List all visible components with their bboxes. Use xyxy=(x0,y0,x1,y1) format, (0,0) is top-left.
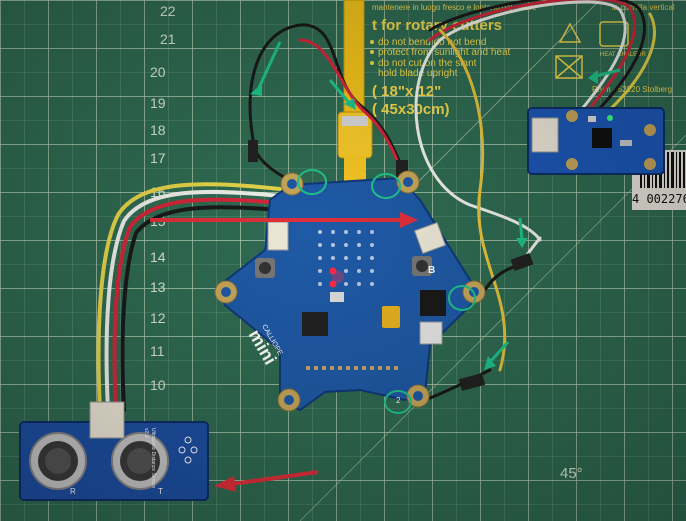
module-grove-connector xyxy=(531,117,559,153)
grove-connector-left xyxy=(267,221,289,251)
module-chip xyxy=(592,128,612,148)
mat-angle-label: 45° xyxy=(560,465,583,482)
care-label-line: protect from sunlight and heat xyxy=(378,47,511,58)
module-status-led xyxy=(607,115,613,121)
mat-size-inches: ( 18"x 12" xyxy=(372,83,441,100)
pin-number-label: 2 xyxy=(396,396,401,405)
ruler-number: 14 xyxy=(150,249,166,265)
ruler-number: 10 xyxy=(150,377,166,393)
care-label-line: hold blade upright xyxy=(378,68,458,79)
mat-size-cm: ( 45x30cm) xyxy=(372,101,450,118)
button-b-label: B xyxy=(428,265,435,276)
sensor-label-t: T xyxy=(158,487,163,496)
ruler-number: 19 xyxy=(150,95,166,111)
motor-driver xyxy=(420,290,446,316)
ruler-number: 18 xyxy=(150,122,166,138)
power-connector xyxy=(419,321,443,345)
ruler-number: 17 xyxy=(150,150,166,166)
ruler-number: 22 xyxy=(160,3,176,19)
rgb-led xyxy=(330,292,344,302)
jumper-header xyxy=(248,140,258,162)
barcode-number: 4 002276 xyxy=(632,192,686,206)
ruler-number: 20 xyxy=(150,64,166,80)
ruler-number: 13 xyxy=(150,279,166,295)
sensor-version: v2.0 xyxy=(143,428,149,438)
sensor-title: Ultrasonic Distance Sensor xyxy=(150,428,156,489)
sensor-grove-connector xyxy=(89,401,125,439)
speaker xyxy=(382,306,400,328)
ruler-number: 11 xyxy=(150,343,165,359)
ruler-number: 12 xyxy=(150,310,166,326)
green-arrow xyxy=(518,217,524,241)
processor-chip xyxy=(302,312,328,336)
ruler-number: 21 xyxy=(160,31,176,47)
sensor-label-r: R xyxy=(70,487,76,496)
grove-sensor-module xyxy=(527,107,665,175)
